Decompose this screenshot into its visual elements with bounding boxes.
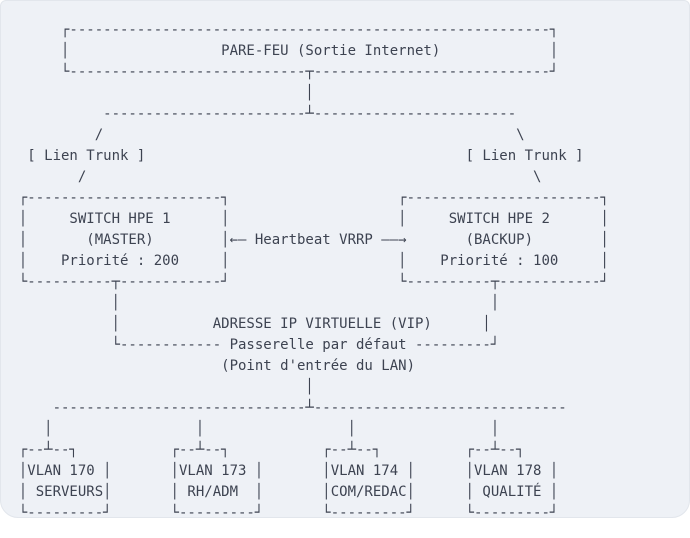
content-card: ┌---------------------------------------… (0, 0, 690, 521)
network-ascii-diagram: ┌---------------------------------------… (18, 22, 609, 521)
